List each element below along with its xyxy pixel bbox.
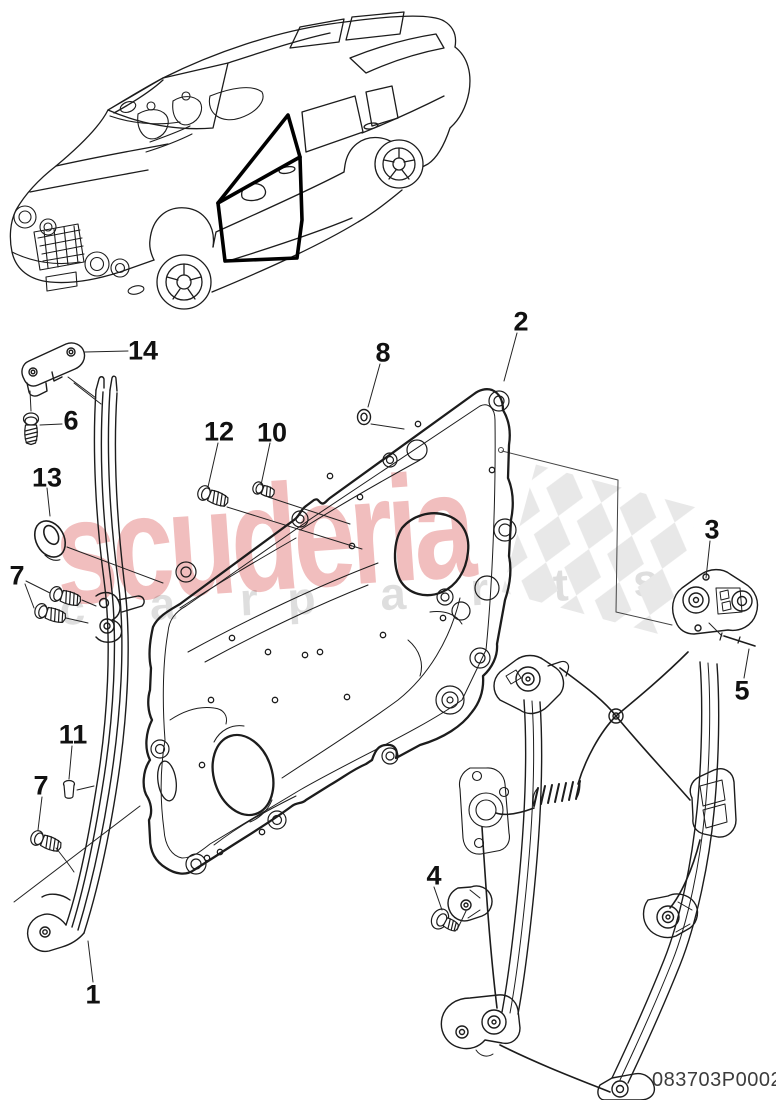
panel-stamping-lines [169,459,463,846]
car-door-highlight [216,113,304,263]
screw-10 [250,479,277,501]
callout-11: 11 [58,719,88,750]
callout-8: 8 [375,337,391,368]
diagram-part-number: 083703P0002 [652,1069,776,1091]
part-retainer-bracket [21,342,86,397]
part-seal-ring [356,408,372,426]
callout-10: 10 [256,417,288,448]
callout-4: 4 [426,860,442,891]
panel-small-holes [198,420,496,862]
callout-6: 6 [63,405,79,436]
car-illustration [9,11,471,310]
clip-11 [62,779,76,799]
callout-14: 14 [127,335,159,366]
car-front-details [11,205,145,295]
screw-6 [22,412,40,446]
checkered-flag-watermark [501,464,699,636]
screw-7-upper-a [47,584,84,610]
pin-5 [719,632,756,647]
leader-lines [13,332,750,983]
screw-4-with-washer [430,908,460,932]
callout-12: 12 [203,416,235,447]
callout-2: 2 [513,306,529,337]
callout-1: 1 [85,979,101,1010]
car-interior-sketch [109,87,264,153]
callout-3: 3 [704,514,720,545]
glass-reference-outline [498,447,673,626]
car-body-outline [9,11,471,293]
part-grommet [33,520,67,561]
screw-12 [195,483,232,511]
regulator-cables [481,651,701,1093]
fasteners [22,412,756,932]
part-window-regulator [440,568,759,1100]
part-door-carrier-panel [142,388,517,875]
callout-5: 5 [734,675,750,706]
callout-13: 13 [31,462,63,493]
part-window-guide-rail [26,375,145,953]
callout-7-lower: 7 [33,770,49,801]
rail-mid-bracket [95,591,145,643]
screw-7-upper-b [32,601,69,627]
car-wheels [156,139,424,310]
callout-7-upper: 7 [9,560,25,591]
